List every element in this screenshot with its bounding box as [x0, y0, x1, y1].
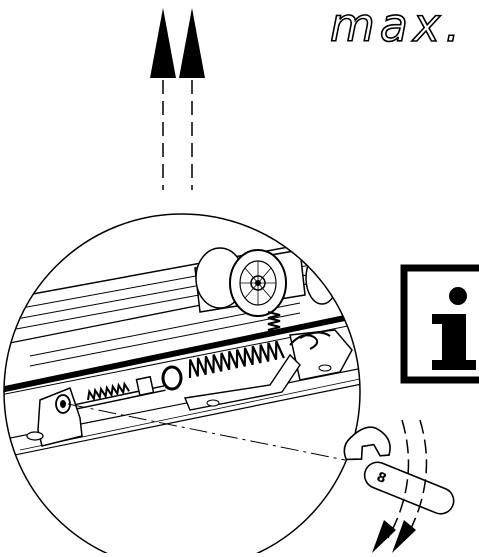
up-arrow-icon [150, 8, 176, 190]
up-arrow-icon [179, 8, 205, 190]
info-icon [400, 264, 479, 384]
detail-circle [3, 213, 361, 557]
rotation-arrow-icon [372, 419, 428, 553]
max-annotation: max. [329, 0, 465, 52]
wrench-icon: 8 [343, 426, 455, 515]
